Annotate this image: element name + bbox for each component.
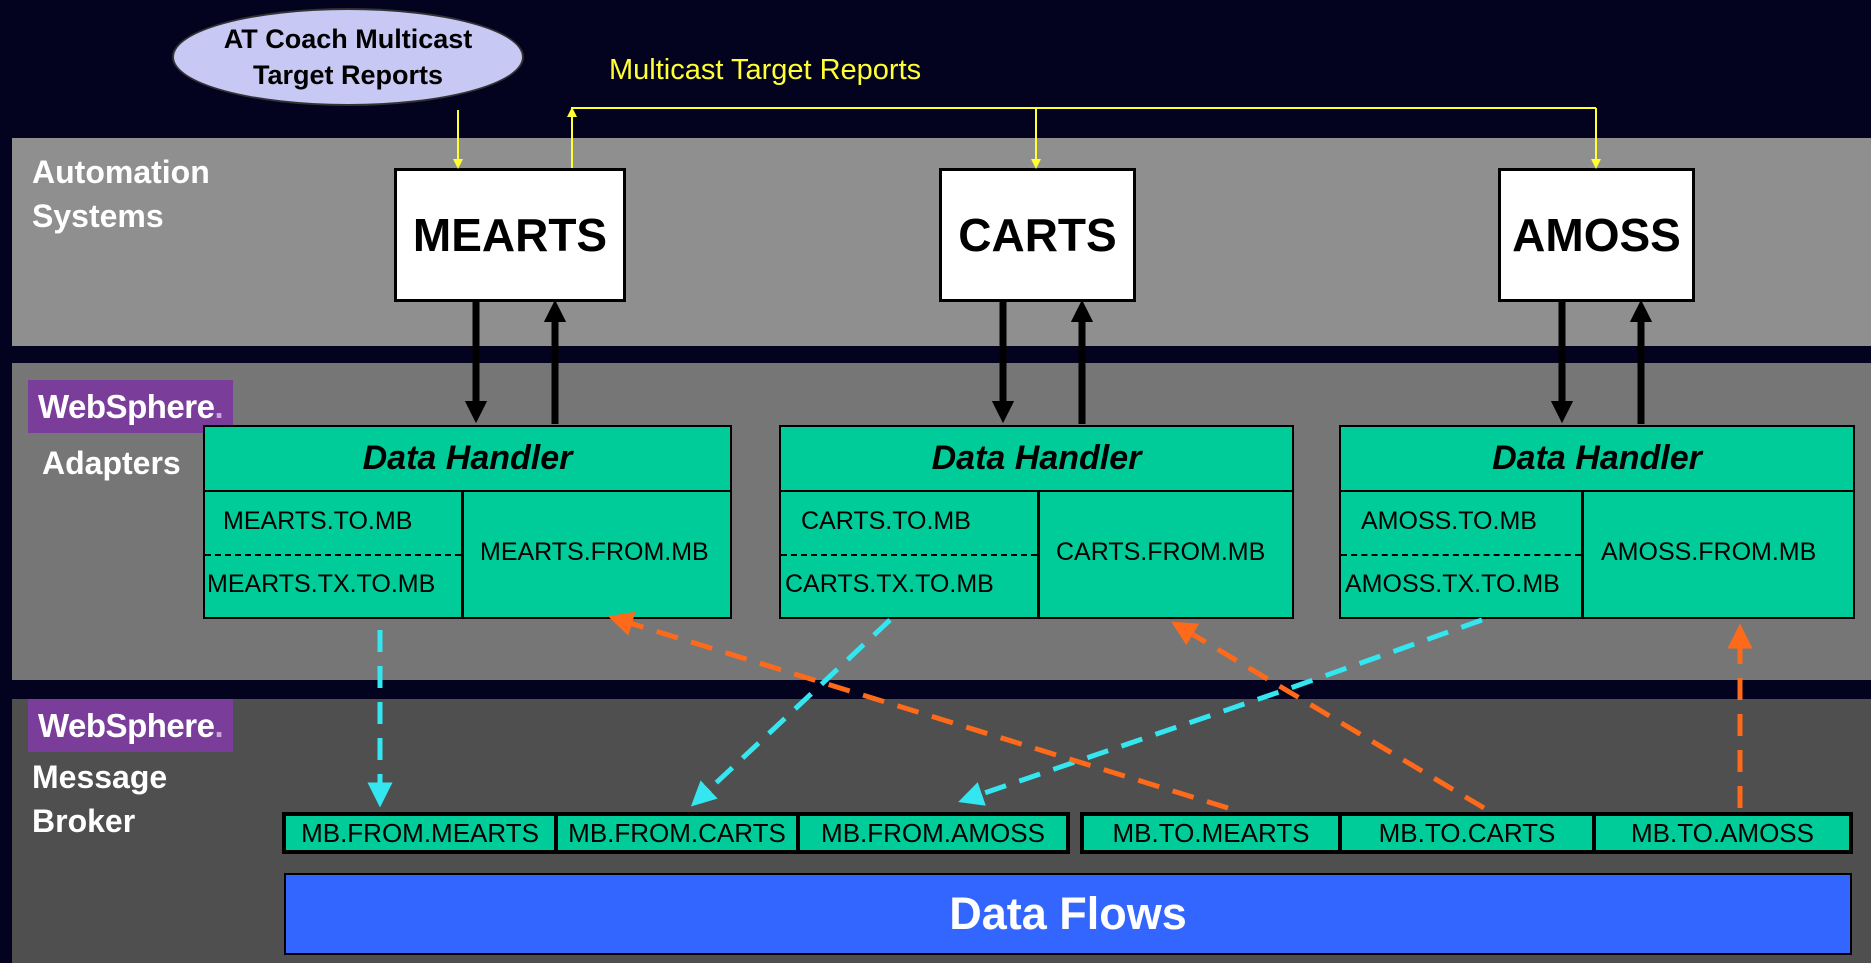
queue-mb-to-carts: MB.TO.CARTS <box>1342 816 1592 850</box>
queue-mearts-from-mb: MEARTS.FROM.MB <box>480 538 709 566</box>
broker-outbound-queues: MB.TO.MEARTS MB.TO.CARTS MB.TO.AMOSS <box>1080 812 1853 854</box>
websphere-logo-broker: WebSphere. <box>28 699 234 752</box>
data-handler-amoss: Data Handler AMOSS.TO.MB AMOSS.TX.TO.MB … <box>1339 425 1855 619</box>
websphere-logo-adapters: WebSphere. <box>28 380 234 433</box>
at-coach-multicast-callout: AT Coach Multicast Target Reports <box>172 8 524 106</box>
queue-mb-to-amoss: MB.TO.AMOSS <box>1596 816 1849 850</box>
queue-divider <box>1341 554 1581 556</box>
multicast-target-reports-label: Multicast Target Reports <box>609 54 922 86</box>
data-handler-title: Data Handler <box>205 427 730 492</box>
queue-mb-from-carts: MB.FROM.CARTS <box>558 816 796 850</box>
data-handler-mearts: Data Handler MEARTS.TO.MB MEARTS.TX.TO.M… <box>203 425 732 619</box>
outbound-flow-arrows <box>608 611 1753 811</box>
multicast-arrows <box>453 107 1601 169</box>
queue-divider <box>781 554 1037 556</box>
queue-divider <box>205 554 461 556</box>
queue-mb-to-mearts: MB.TO.MEARTS <box>1084 816 1338 850</box>
data-flows-bar: Data Flows <box>284 873 1852 955</box>
data-handler-title: Data Handler <box>781 427 1292 492</box>
handler-divider <box>461 492 464 617</box>
inbound-flow-arrows <box>367 617 1483 808</box>
adapters-label: Adapters <box>42 445 181 481</box>
system-box-amoss: AMOSS <box>1498 168 1695 302</box>
queue-carts-tx-to-mb: CARTS.TX.TO.MB <box>785 570 994 598</box>
data-handler-title: Data Handler <box>1341 427 1853 492</box>
queue-amoss-tx-to-mb: AMOSS.TX.TO.MB <box>1345 570 1560 598</box>
queue-carts-from-mb: CARTS.FROM.MB <box>1056 538 1266 566</box>
queue-carts-to-mb: CARTS.TO.MB <box>801 507 971 535</box>
system-handler-arrows <box>464 299 1653 424</box>
queue-mb-from-mearts: MB.FROM.MEARTS <box>286 816 554 850</box>
handler-divider <box>1037 492 1040 617</box>
automation-systems-label: Automation Systems <box>32 154 210 234</box>
handler-divider <box>1581 492 1584 617</box>
message-broker-label: Message Broker <box>32 759 168 839</box>
queue-amoss-to-mb: AMOSS.TO.MB <box>1361 507 1537 535</box>
system-box-carts: CARTS <box>939 168 1136 302</box>
broker-inbound-queues: MB.FROM.MEARTS MB.FROM.CARTS MB.FROM.AMO… <box>282 812 1070 854</box>
queue-mb-from-amoss: MB.FROM.AMOSS <box>800 816 1066 850</box>
queue-mearts-to-mb: MEARTS.TO.MB <box>223 507 413 535</box>
queue-amoss-from-mb: AMOSS.FROM.MB <box>1601 538 1817 566</box>
data-handler-carts: Data Handler CARTS.TO.MB CARTS.TX.TO.MB … <box>779 425 1294 619</box>
system-box-mearts: MEARTS <box>394 168 626 302</box>
queue-mearts-tx-to-mb: MEARTS.TX.TO.MB <box>207 570 436 598</box>
